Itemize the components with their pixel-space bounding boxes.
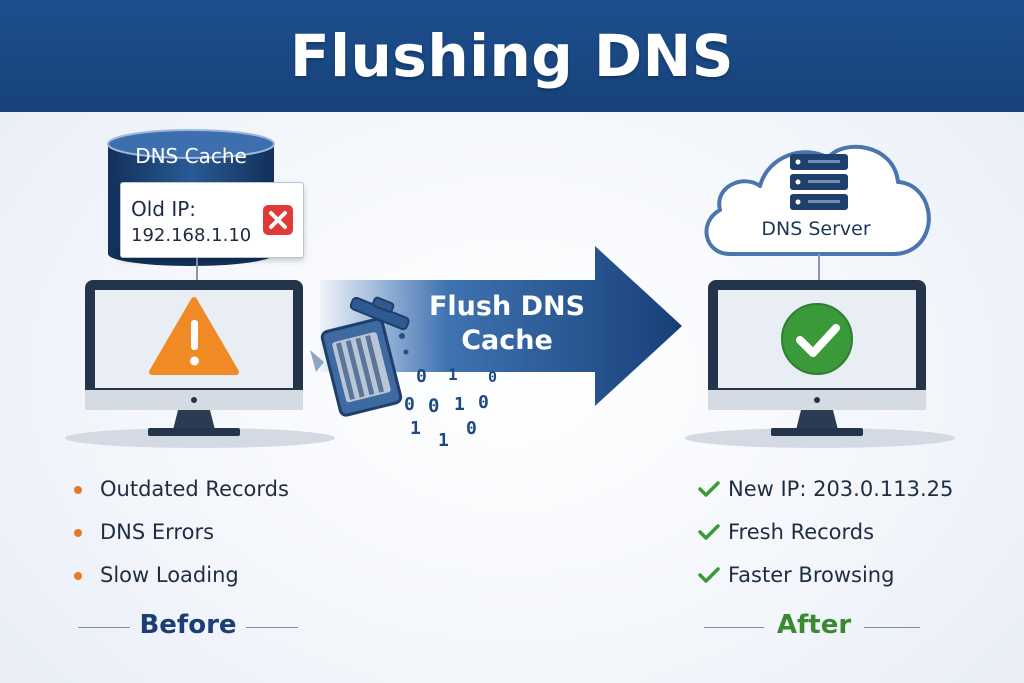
divider-line xyxy=(78,627,130,628)
binary-digit: 0 xyxy=(416,366,427,387)
old-ip-value: 192.168.1.10 xyxy=(131,225,252,246)
divider-line xyxy=(704,627,764,628)
bullet-dot-icon xyxy=(74,572,82,580)
bullet-dot-icon xyxy=(74,529,82,537)
trash-can-icon xyxy=(310,296,410,417)
dns-server-label: DNS Server xyxy=(761,218,871,240)
checkmark-icon xyxy=(698,481,720,497)
flush-arrow xyxy=(320,246,682,406)
binary-digit: 1 xyxy=(448,365,458,384)
binary-digits: 0 1 0 0 1 0 1 0 1 0 xyxy=(404,365,497,451)
page-title: Flushing DNS xyxy=(290,22,734,90)
binary-digit: 0 xyxy=(404,394,415,415)
divider-line xyxy=(864,627,920,628)
server-rack-icon xyxy=(790,154,848,210)
after-caption: After xyxy=(776,610,852,640)
binary-digit: 0 xyxy=(428,395,439,417)
error-x-icon xyxy=(263,205,293,235)
old-ip-card: Old IP: 192.168.1.10 xyxy=(120,182,304,258)
bullet-dot-icon xyxy=(74,486,82,494)
checkmark-icon xyxy=(698,524,720,540)
checkmark-icon xyxy=(698,567,720,583)
binary-digit: 0 xyxy=(478,392,489,413)
before-monitor-icon xyxy=(65,280,335,448)
binary-digit: 0 xyxy=(466,418,477,439)
old-ip-label: Old IP: xyxy=(131,197,197,221)
dns-cache-label: DNS Cache xyxy=(135,144,247,168)
binary-digit: 1 xyxy=(410,418,421,439)
after-monitor-icon xyxy=(685,280,955,448)
title-banner: Flushing DNS xyxy=(0,0,1024,112)
binary-digit: 0 xyxy=(488,368,497,386)
flush-dns-label: Flush DNS Cache xyxy=(428,291,586,356)
dns-server-cloud-icon xyxy=(704,144,931,256)
before-caption: Before xyxy=(139,610,237,640)
divider-line xyxy=(246,627,298,628)
binary-digit: 1 xyxy=(438,430,449,451)
binary-digit: 1 xyxy=(454,394,465,415)
connector-line xyxy=(818,254,820,280)
connector-line xyxy=(196,256,198,282)
